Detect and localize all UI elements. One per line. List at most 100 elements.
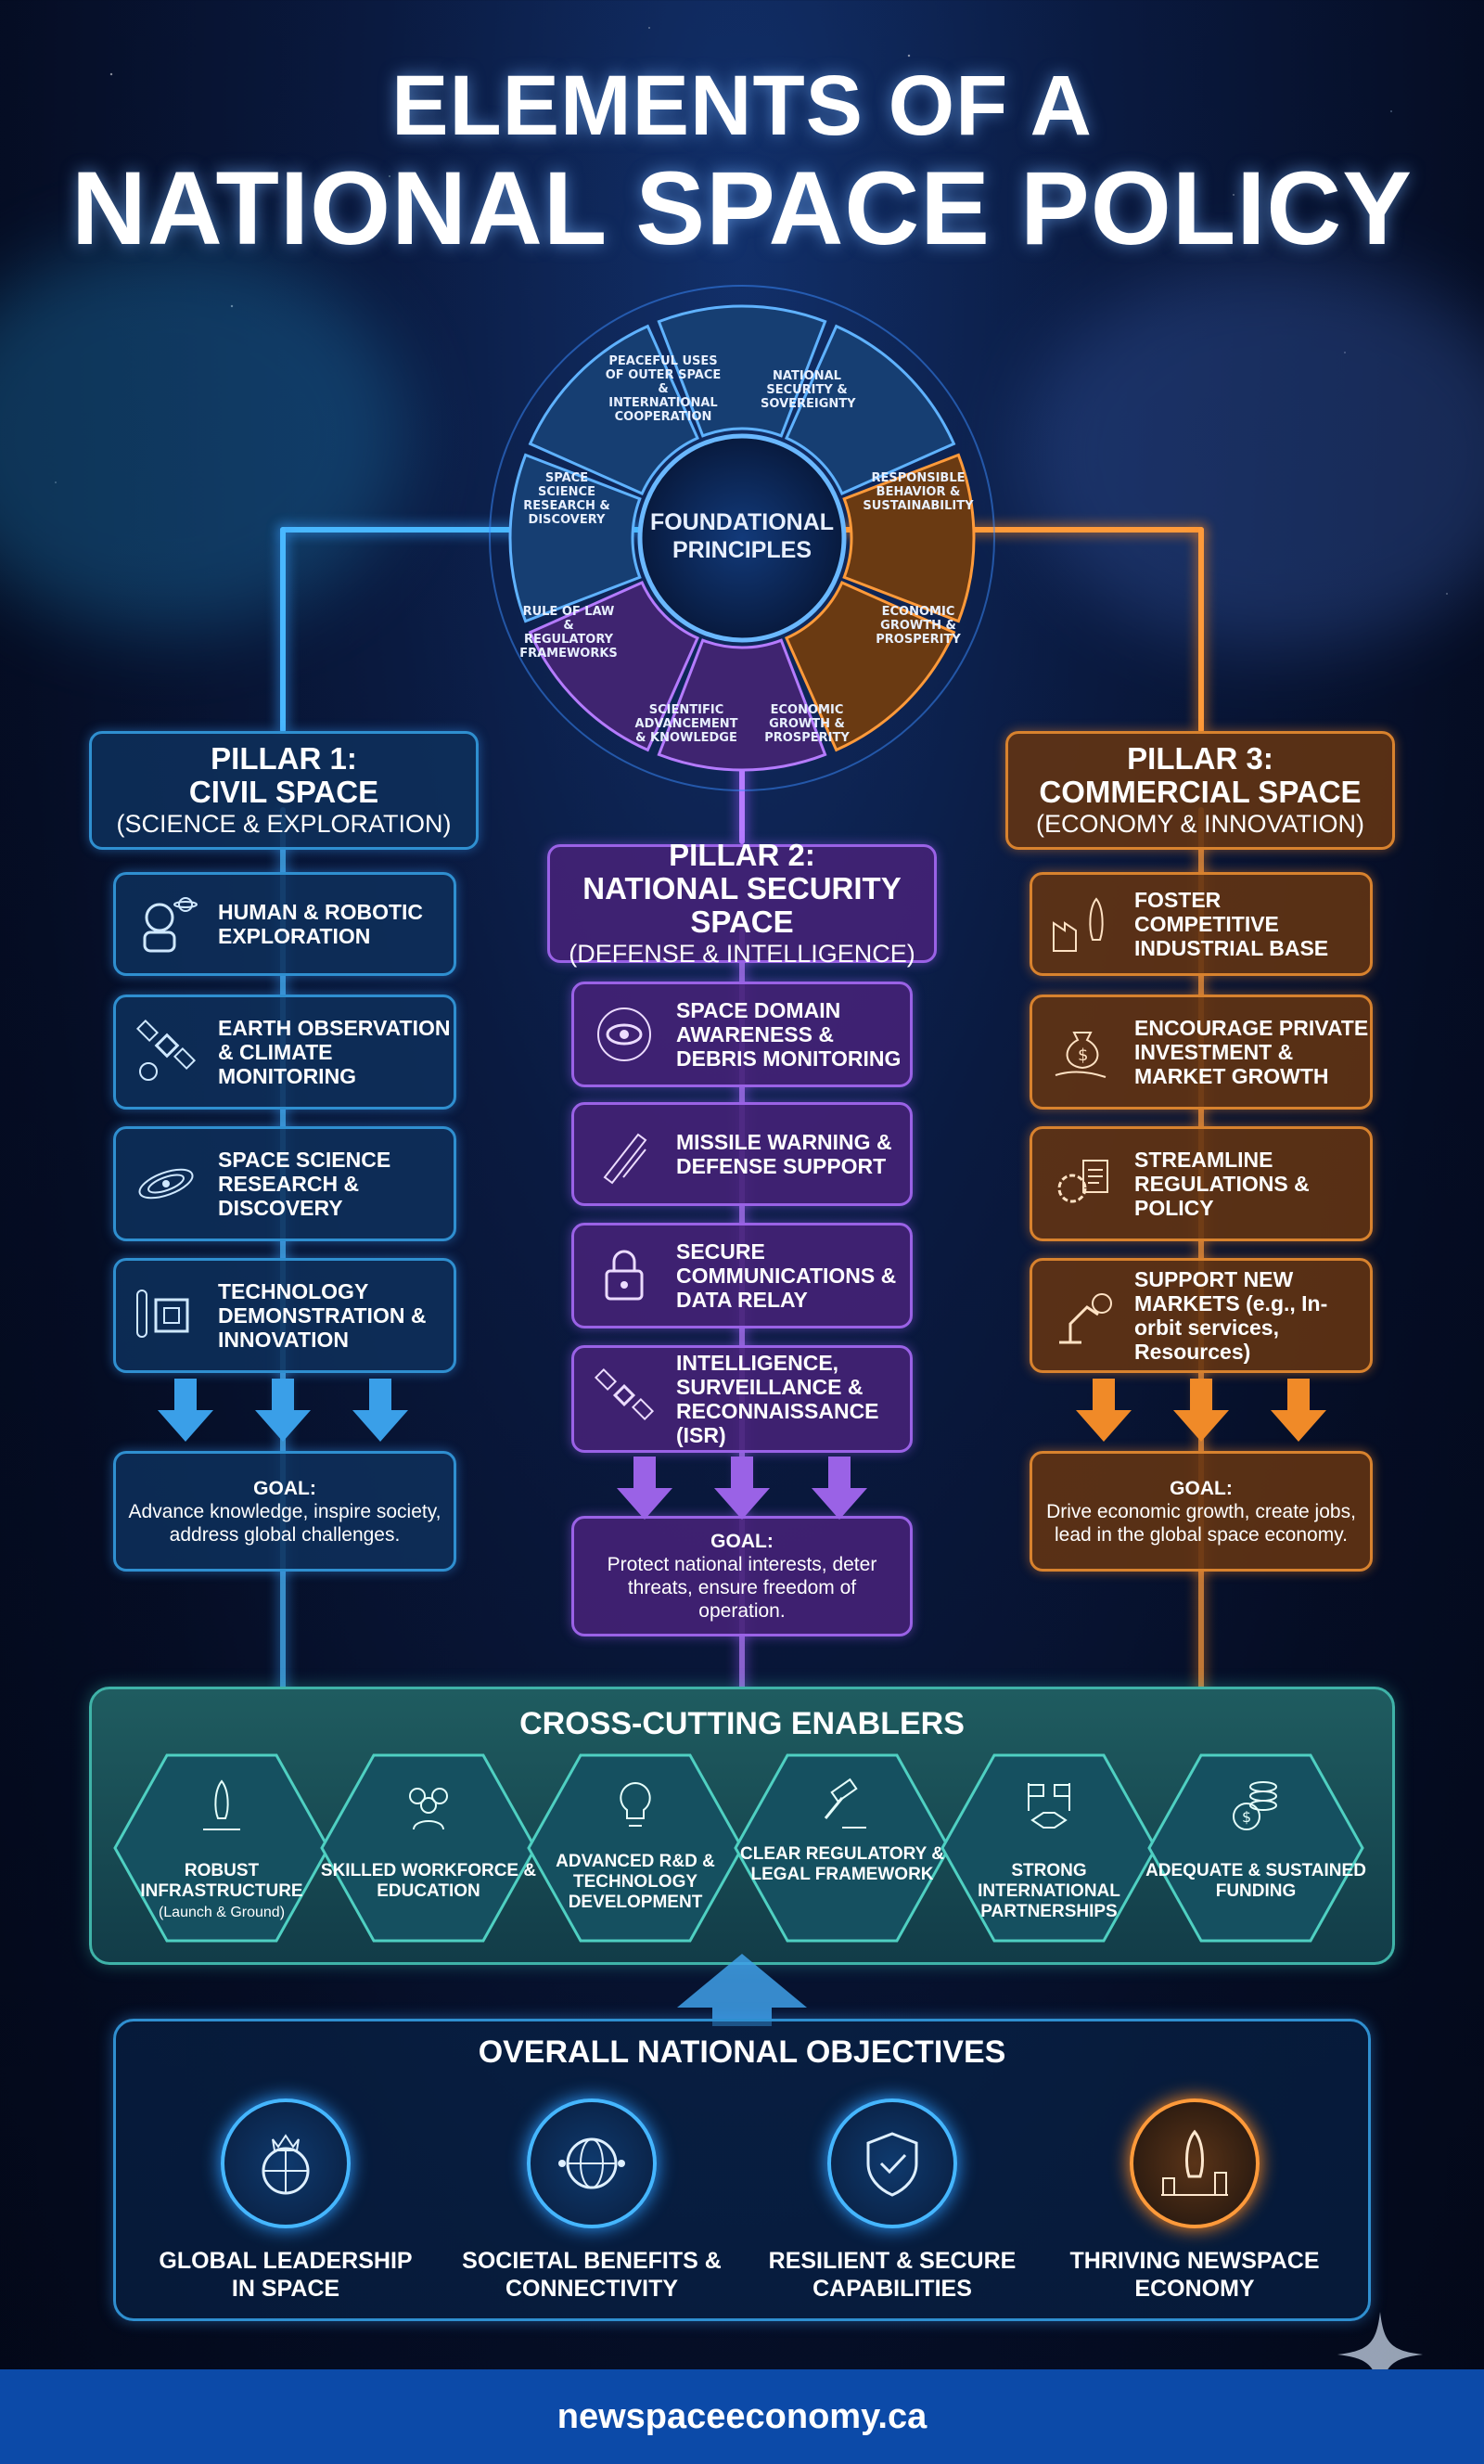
globe-crown-icon: [221, 2098, 351, 2228]
commercial-item-new-markets: SUPPORT NEW MARKETS (e.g., In-orbit serv…: [1030, 1258, 1373, 1373]
wheel-segment: [657, 638, 827, 772]
security-item-comms: SECURE COMMUNICATIONS & DATA RELAY: [571, 1223, 913, 1328]
connector-civil-horizontal: [280, 527, 697, 533]
enabler-text: SKILLED WORKFORCE & EDUCATION: [320, 1861, 537, 1901]
pillar-3-label: PILLAR 3:: [1127, 741, 1273, 776]
enabler-text: ADVANCED R&D & TECHNOLOGY DEVELOPMENT: [556, 1852, 715, 1912]
commercial-item-label: STREAMLINE REGULATIONS & POLICY: [1134, 1148, 1310, 1220]
footer-bar: newspaceeconomy.ca: [0, 2369, 1484, 2464]
down-arrow-icon: [714, 1457, 770, 1520]
wheel-segment-space-science: SPACE SCIENCE RESEARCH & DISCOVERY: [523, 471, 610, 527]
enabler-label: ADVANCED R&D & TECHNOLOGY DEVELOPMENT: [525, 1852, 746, 1913]
pillar-3-name: COMMERCIAL SPACE: [1039, 775, 1362, 809]
pillar-2-sub: (DEFENSE & INTELLIGENCE): [569, 940, 915, 968]
security-goal-label: GOAL:: [710, 1531, 774, 1552]
security-item-label: MISSILE WARNING & DEFENSE SUPPORT: [676, 1130, 892, 1178]
pillar-2-label: PILLAR 2:: [669, 838, 815, 872]
coins-icon: $: [1233, 1781, 1277, 1830]
enabler-subtext: (Launch & Ground): [158, 1905, 286, 1920]
down-arrow-icon: [158, 1379, 213, 1442]
wheel-segment-scientific: SCIENTIFIC ADVANCEMENT & KNOWLEDGE: [634, 703, 738, 745]
network-globe-icon: [527, 2098, 657, 2228]
pillar-1-sub: (SCIENCE & EXPLORATION): [116, 810, 452, 838]
robotic-arm-icon: [1045, 1278, 1119, 1353]
enabler-funding: $ ADEQUATE & SUSTAINED FUNDING: [1145, 1752, 1366, 1944]
enablers-title: CROSS-CUTTING ENABLERS: [519, 1706, 965, 1741]
enabler-rnd: ADVANCED R&D & TECHNOLOGY DEVELOPMENT: [525, 1752, 746, 1944]
civil-item-label: EARTH OBSERVATION & CLIMATE MONITORING: [218, 1016, 451, 1088]
civil-goal-label: GOAL:: [253, 1477, 316, 1499]
objective-resilient-capabilities: RESILIENT & SECURE CAPABILITIES: [768, 2248, 1017, 2302]
security-item-label: SECURE COMMUNICATIONS & DATA RELAY: [676, 1239, 897, 1312]
factory-rocket-icon: [1045, 887, 1119, 961]
objective-global-leadership: GLOBAL LEADERSHIP IN SPACE: [159, 2248, 413, 2302]
gear-document-icon: [1045, 1147, 1119, 1221]
pillar-1-header: PILLAR 1: CIVIL SPACE (SCIENCE & EXPLORA…: [89, 731, 479, 850]
enabler-text: STRONG INTERNATIONAL PARTNERSHIPS: [978, 1861, 1120, 1921]
security-goal-text: Protect national interests, deter threat…: [607, 1554, 877, 1622]
enabler-label: ROBUST INFRASTRUCTURE (Launch & Ground): [111, 1861, 332, 1923]
commercial-item-investment: $ ENCOURAGE PRIVATE INVESTMENT & MARKET …: [1030, 995, 1373, 1110]
enabler-partnerships: STRONG INTERNATIONAL PARTNERSHIPS: [939, 1752, 1159, 1944]
galaxy-icon: [129, 1147, 203, 1221]
chip-icon: [129, 1278, 203, 1353]
wheel-center-label: FOUNDATIONAL PRINCIPLES: [649, 509, 835, 563]
wheel-segment: [528, 324, 699, 495]
security-item-isr: INTELLIGENCE, SURVEILLANCE & RECONNAISSA…: [571, 1345, 913, 1453]
shield-check-icon: [827, 2098, 957, 2228]
svg-text:$: $: [1242, 1808, 1251, 1826]
handshake-flags-icon: [1028, 1783, 1070, 1829]
enabler-text: ROBUST INFRASTRUCTURE: [140, 1861, 303, 1901]
title-line-1: ELEMENTS OF A: [391, 58, 1093, 153]
security-goal: GOAL: Protect national interests, deter …: [571, 1516, 913, 1636]
wheel-segment-economic-2: ECONOMIC GROWTH & PROSPERITY: [764, 703, 850, 745]
civil-item-exploration: HUMAN & ROBOTIC EXPLORATION: [113, 872, 456, 976]
rocket-city-icon: [1130, 2098, 1260, 2228]
security-item-missile: MISSILE WARNING & DEFENSE SUPPORT: [571, 1102, 913, 1206]
security-spine: [739, 928, 745, 1735]
wheel-segment-peaceful: PEACEFUL USES OF OUTER SPACE & INTERNATI…: [605, 354, 722, 424]
nebula-right: [1020, 260, 1484, 649]
connector-commercial-down: [1198, 527, 1204, 733]
down-arrow-icon: [617, 1457, 672, 1520]
down-arrow-icon: [812, 1457, 867, 1520]
objectives-title: OVERALL NATIONAL OBJECTIVES: [478, 2034, 1006, 2070]
down-arrow-icon: [1076, 1379, 1132, 1442]
commercial-item-regulations: STREAMLINE REGULATIONS & POLICY: [1030, 1126, 1373, 1241]
civil-item-label: SPACE SCIENCE RESEARCH & DISCOVERY: [218, 1148, 391, 1220]
title-line-2: NATIONAL SPACE POLICY: [71, 150, 1413, 266]
civil-item-earth-observation: EARTH OBSERVATION & CLIMATE MONITORING: [113, 995, 456, 1110]
security-item-label: INTELLIGENCE, SURVEILLANCE & RECONNAISSA…: [676, 1351, 879, 1447]
commercial-goal-label: GOAL:: [1170, 1477, 1233, 1499]
down-arrow-icon: [1173, 1379, 1229, 1442]
objective-newspace-economy: THRIVING NEWSPACE ECONOMY: [1069, 2248, 1320, 2302]
enabler-infrastructure: ROBUST INFRASTRUCTURE (Launch & Ground): [111, 1752, 332, 1944]
lightbulb-icon: [620, 1781, 651, 1827]
sparkle-icon: [1337, 2312, 1423, 2397]
pillar-2-name: NATIONAL SECURITY SPACE: [582, 871, 902, 939]
foundational-principles-wheel: FOUNDATIONAL PRINCIPLES PEACEFUL USES OF…: [482, 278, 1002, 798]
wheel-segment: [842, 453, 976, 623]
wheel-segment: [785, 324, 956, 495]
down-arrow-icon: [1271, 1379, 1326, 1442]
enabler-label: CLEAR REGULATORY & LEGAL FRAMEWORK: [732, 1844, 953, 1885]
money-bag-icon: $: [1045, 1015, 1119, 1089]
wheel-graphic: [489, 285, 995, 791]
commercial-item-label: SUPPORT NEW MARKETS (e.g., In-orbit serv…: [1134, 1267, 1328, 1364]
enabler-label: STRONG INTERNATIONAL PARTNERSHIPS: [939, 1861, 1159, 1922]
lock-icon: [587, 1238, 661, 1313]
rocket-launch-icon: [203, 1779, 240, 1830]
objective-societal-benefits: SOCIETAL BENEFITS & CONNECTIVITY: [462, 2248, 722, 2302]
civil-item-label: TECHNOLOGY DEMONSTRATION & INNOVATION: [218, 1279, 427, 1352]
civil-item-label: HUMAN & ROBOTIC EXPLORATION: [218, 900, 424, 948]
commercial-goal: GOAL: Drive economic growth, create jobs…: [1030, 1451, 1373, 1572]
down-arrow-icon: [352, 1379, 408, 1442]
up-arrow: [677, 1954, 807, 2026]
enabler-text: ADEQUATE & SUSTAINED FUNDING: [1145, 1861, 1366, 1901]
wheel-segment-responsible: RESPONSIBLE BEHAVIOR & SUSTAINABILITY: [863, 471, 974, 513]
enabler-text: CLEAR REGULATORY & LEGAL FRAMEWORK: [740, 1844, 944, 1884]
security-item-awareness: SPACE DOMAIN AWARENESS & DEBRIS MONITORI…: [571, 982, 913, 1087]
civil-goal-text: Advance knowledge, inspire society, addr…: [128, 1500, 441, 1546]
satellite-icon: [587, 1362, 661, 1436]
commercial-item-label: FOSTER COMPETITIVE INDUSTRIAL BASE: [1134, 888, 1329, 960]
